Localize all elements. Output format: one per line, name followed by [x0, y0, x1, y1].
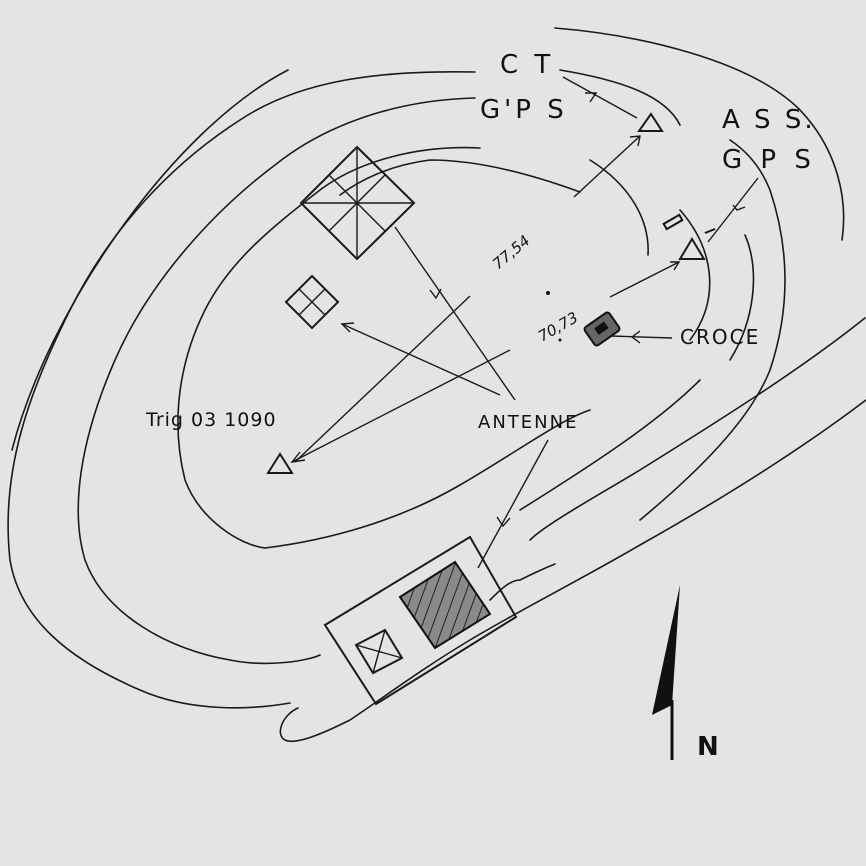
north-arrow-head [652, 585, 680, 715]
ass-label: A S S. [722, 105, 816, 135]
antenne-to-small-arrow [341, 323, 501, 396]
pointer-arrows [290, 76, 759, 569]
cross-elevation: 70,73 [535, 308, 581, 345]
ass-gps-tick [704, 228, 716, 234]
trig-triangle-icon [266, 452, 294, 474]
contour-line [264, 409, 591, 549]
contour-line [489, 579, 521, 601]
ct-gps-label: G'P S [480, 95, 568, 125]
building-compound [323, 535, 518, 706]
antenne-label: ANTENNE [478, 412, 578, 433]
gps-to-ct-arrow [573, 135, 641, 198]
cross-marker-icon [583, 311, 621, 347]
ct-gps-triangle-icon [637, 112, 664, 132]
contour-lines [7, 27, 866, 743]
to-trig-arrow [294, 295, 471, 463]
labels: C T G'P S A S S. G P S CROCE ANTENNE Tri… [145, 50, 816, 762]
contour-line [559, 69, 681, 126]
to-trig-arrow [291, 349, 511, 463]
survey-markers [266, 112, 716, 474]
cross-point [558, 338, 562, 342]
contour-line [279, 399, 866, 743]
compound-wall [323, 535, 518, 706]
contour-line [11, 69, 289, 451]
arrow-head [630, 330, 641, 344]
arrow-head [629, 135, 641, 147]
antenna-small-icon [284, 274, 340, 330]
ct-label: C T [500, 50, 554, 80]
contour-line [519, 563, 556, 581]
arrow-head [340, 322, 355, 333]
summit-to-ass-arrow [609, 261, 680, 298]
ass-gps-label: G P S [722, 145, 816, 175]
small-mark-icon [662, 213, 684, 231]
north-label: N [697, 732, 719, 762]
contour-line [589, 159, 649, 256]
contour-line [679, 209, 711, 341]
contour-line [529, 317, 866, 541]
antenne-to-large-arrow [394, 226, 516, 401]
trig-label: Trig 03 1090 [145, 409, 277, 431]
contour-line [339, 159, 581, 196]
arrow-head [496, 516, 511, 528]
contour-line [554, 27, 845, 241]
contour-line [77, 97, 476, 665]
croce-arrow [610, 335, 673, 339]
summit-point [546, 291, 550, 295]
contour-line [7, 70, 476, 709]
north-arrow [652, 585, 680, 760]
contour-line [177, 146, 481, 549]
arrow-head [670, 261, 681, 271]
arrow-head [732, 204, 746, 211]
contour-line [519, 379, 701, 511]
arrow-head [429, 288, 442, 300]
arrow-head [290, 451, 306, 463]
contour-line [639, 139, 786, 521]
ct-arrow-head [585, 92, 598, 103]
antenna-large-icon [299, 145, 416, 261]
ass-arrow [707, 177, 759, 243]
structures [284, 145, 621, 706]
ass-gps-triangle-icon [678, 237, 706, 260]
contour-line [729, 234, 755, 361]
antenne-to-building-arrow [477, 439, 549, 569]
small-building-icon [354, 628, 404, 675]
croce-label: CROCE [680, 325, 760, 349]
ct-arrow [562, 76, 638, 119]
hatched-building-icon [398, 560, 492, 650]
summit-elevation: 77,54 [489, 232, 533, 273]
